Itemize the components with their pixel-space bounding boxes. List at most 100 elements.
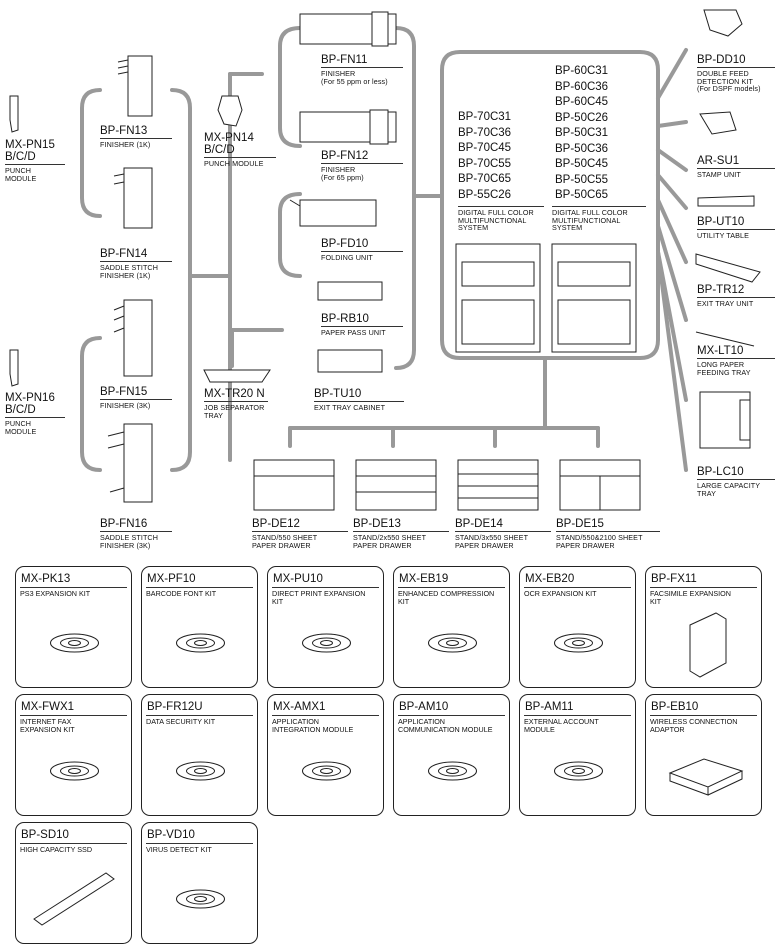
model-number: BP-50C31 (555, 127, 609, 139)
mx-pn16-desc: PUNCH MODULE (5, 417, 65, 435)
kit-name: MX-AMX1 (273, 701, 326, 713)
kit-name: BP-EB10 (651, 701, 699, 713)
mx-tr20-desc: JOB SEPARATOR TRAY (204, 401, 268, 419)
cd-icon (50, 761, 99, 781)
kit-desc: INTERNET FAX EXPANSION KIT (20, 715, 127, 733)
bp-fn15-desc: FINISHER (3K) (100, 399, 172, 410)
kit-desc: ENHANCED COMPRESSION KIT (398, 587, 505, 605)
bp-fd10-desc: FOLDING UNIT (321, 251, 403, 262)
bp-de12-label: BP-DE12 STAND/550 SHEET PAPER DRAWER (252, 518, 348, 549)
bp-fn12-name: BP-FN12 (321, 150, 369, 162)
cd-icon (176, 761, 225, 781)
bp-fn15-name: BP-FN15 (100, 386, 148, 398)
bp-de13-label: BP-DE13 STAND/2x550 SHEET PAPER DRAWER (353, 518, 449, 549)
kit-name: MX-PF10 (147, 573, 196, 585)
model-number: BP-70C65 (458, 173, 512, 185)
model-number: BP-50C45 (555, 158, 609, 170)
mfp-desc-right: DIGITAL FULL COLOR MULTIFUNCTIONAL SYSTE… (552, 205, 646, 232)
bp-fn13-name: BP-FN13 (100, 125, 148, 137)
kit-name: MX-PK13 (21, 573, 71, 585)
bp-de14-name: BP-DE14 (455, 518, 503, 530)
mfp-desc-right-text: DIGITAL FULL COLOR MULTIFUNCTIONAL SYSTE… (552, 206, 646, 232)
bp-lc10-name: BP-LC10 (697, 466, 744, 478)
model-number: BP-70C36 (458, 126, 512, 139)
bp-rb10-name: BP-RB10 (321, 313, 369, 325)
accessory-icon (695, 9, 761, 449)
kit-desc: HIGH CAPACITY SSD (20, 843, 127, 854)
mx-pn15-name: MX-PN15 B/C/D (5, 139, 55, 164)
bp-fn16-name: BP-FN16 (100, 518, 148, 530)
punch-module-icon (9, 95, 243, 387)
kit-desc: VIRUS DETECT KIT (146, 843, 253, 854)
mfp-icon (455, 243, 637, 353)
connector-lines (80, 26, 688, 472)
kit-desc: PS3 EXPANSION KIT (20, 587, 127, 598)
mx-lt10-name: MX-LT10 (697, 345, 744, 357)
bp-tu10-name: BP-TU10 (314, 388, 362, 400)
model-number: BP-70C55 (458, 157, 512, 170)
cd-icon (554, 761, 603, 781)
mx-pn15-desc: PUNCH MODULE (5, 164, 65, 182)
kit-name: BP-AM10 (399, 701, 449, 713)
kit-name: BP-FX11 (651, 573, 697, 585)
kit-name: MX-EB20 (525, 573, 575, 585)
mx-pn14-label: MX-PN14 B/C/D PUNCH MODULE (204, 132, 276, 168)
bp-fn12-desc: FINISHER (For 65 ppm) (321, 163, 403, 181)
bp-fn11-label: BP-FN11 FINISHER (For 55 ppm or less) (321, 54, 403, 85)
model-number: BP-55C26 (458, 188, 512, 201)
mx-lt10-desc: LONG PAPER FEEDING TRAY (697, 358, 775, 376)
bp-fn14-desc: SADDLE STITCH FINISHER (1K) (100, 261, 172, 279)
kit-name: MX-EB19 (399, 573, 449, 585)
mx-pn14-name: MX-PN14 B/C/D (204, 132, 254, 157)
bp-lc10-label: BP-LC10 LARGE CAPACITY TRAY (697, 466, 775, 497)
fax-module-icon (689, 612, 727, 678)
cd-icon (554, 633, 603, 653)
mfp-desc-left: DIGITAL FULL COLOR MULTIFUNCTIONAL SYSTE… (458, 205, 544, 232)
bp-de14-label: BP-DE14 STAND/3x550 SHEET PAPER DRAWER (455, 518, 551, 549)
finisher-icon (107, 11, 397, 503)
bp-fn11-desc: FINISHER (For 55 ppm or less) (321, 67, 403, 85)
bp-de12-desc: STAND/550 SHEET PAPER DRAWER (252, 531, 348, 549)
mfp-desc-left-text: DIGITAL FULL COLOR MULTIFUNCTIONAL SYSTE… (458, 206, 544, 232)
bp-tu10-desc: EXIT TRAY CABINET (314, 401, 404, 412)
bp-de14-desc: STAND/3x550 SHEET PAPER DRAWER (455, 531, 551, 549)
bp-lc10-desc: LARGE CAPACITY TRAY (697, 479, 775, 497)
model-number: BP-50C65 (555, 189, 609, 201)
bp-tr12-desc: EXIT TRAY UNIT (697, 297, 775, 308)
bp-fn14-label: BP-FN14 SADDLE STITCH FINISHER (1K) (100, 248, 172, 279)
kit-name: BP-SD10 (21, 829, 69, 841)
model-number: BP-70C45 (458, 142, 512, 154)
bp-dd10-desc: DOUBLE FEED DETECTION KIT (For DSPF mode… (697, 67, 775, 93)
wireless-adaptor-icon (668, 758, 744, 796)
bp-fn14-name: BP-FN14 (100, 248, 148, 260)
bp-de15-desc: STAND/550&2100 SHEET PAPER DRAWER (556, 531, 660, 549)
ar-su1-label: AR-SU1 STAMP UNIT (697, 155, 775, 179)
bp-fn15-label: BP-FN15 FINISHER (3K) (100, 386, 172, 410)
kit-name: BP-FR12U (147, 701, 203, 713)
bp-dd10-name: BP-DD10 (697, 54, 746, 66)
model-number: BP-60C36 (555, 80, 609, 93)
bp-fn12-label: BP-FN12 FINISHER (For 65 ppm) (321, 150, 403, 181)
kit-desc: FACSIMILE EXPANSION KIT (650, 587, 757, 605)
bp-tr12-name: BP-TR12 (697, 284, 745, 296)
kit-desc: OCR EXPANSION KIT (524, 587, 631, 598)
cd-icon (50, 633, 99, 653)
model-number: BP-60C45 (555, 96, 609, 108)
kit-desc: WIRELESS CONNECTION ADAPTOR (650, 715, 757, 733)
bp-de13-desc: STAND/2x550 SHEET PAPER DRAWER (353, 531, 449, 549)
mx-pn15-label: MX-PN15 B/C/D PUNCH MODULE (5, 139, 65, 182)
kit-desc: DATA SECURITY KIT (146, 715, 253, 726)
kit-desc: EXTERNAL ACCOUNT MODULE (524, 715, 631, 733)
mx-pn16-name: MX-PN16 B/C/D (5, 392, 55, 417)
bp-ut10-desc: UTILITY TABLE (697, 229, 775, 240)
bp-fn11-name: BP-FN11 (321, 54, 368, 66)
